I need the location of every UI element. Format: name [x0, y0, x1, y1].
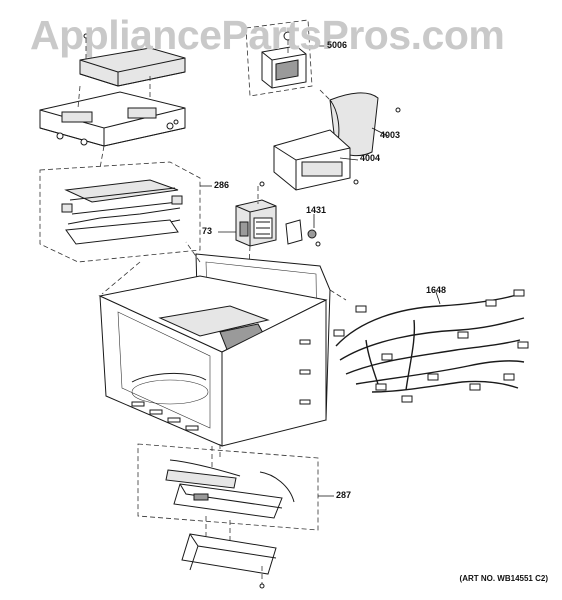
callout-286: 286: [214, 180, 230, 190]
lower-assembly-287: [137, 443, 334, 531]
vent-cover-part: [79, 29, 186, 87]
art-number: (ART NO. WB14551 C2): [459, 574, 548, 583]
switch-1431: [285, 214, 321, 247]
screws-and-guides: [173, 119, 347, 460]
callout-4004: 4004: [360, 153, 381, 163]
callout-287: 287: [336, 490, 352, 500]
oven-cavity-case: [98, 241, 331, 447]
callout-5006: 5006: [327, 40, 348, 50]
housing-4004: [273, 129, 359, 191]
bottom-grille: [181, 516, 277, 589]
callout-1431: 1431: [306, 205, 327, 215]
base-plate-part: [39, 76, 186, 169]
heater-assembly-286: [39, 161, 212, 263]
callout-73: 73: [202, 226, 213, 236]
callout-4003: 4003: [380, 130, 401, 140]
wire-harness-1648: [333, 289, 529, 403]
bracket-5006: [245, 19, 326, 97]
callout-1648: 1648: [426, 285, 447, 295]
